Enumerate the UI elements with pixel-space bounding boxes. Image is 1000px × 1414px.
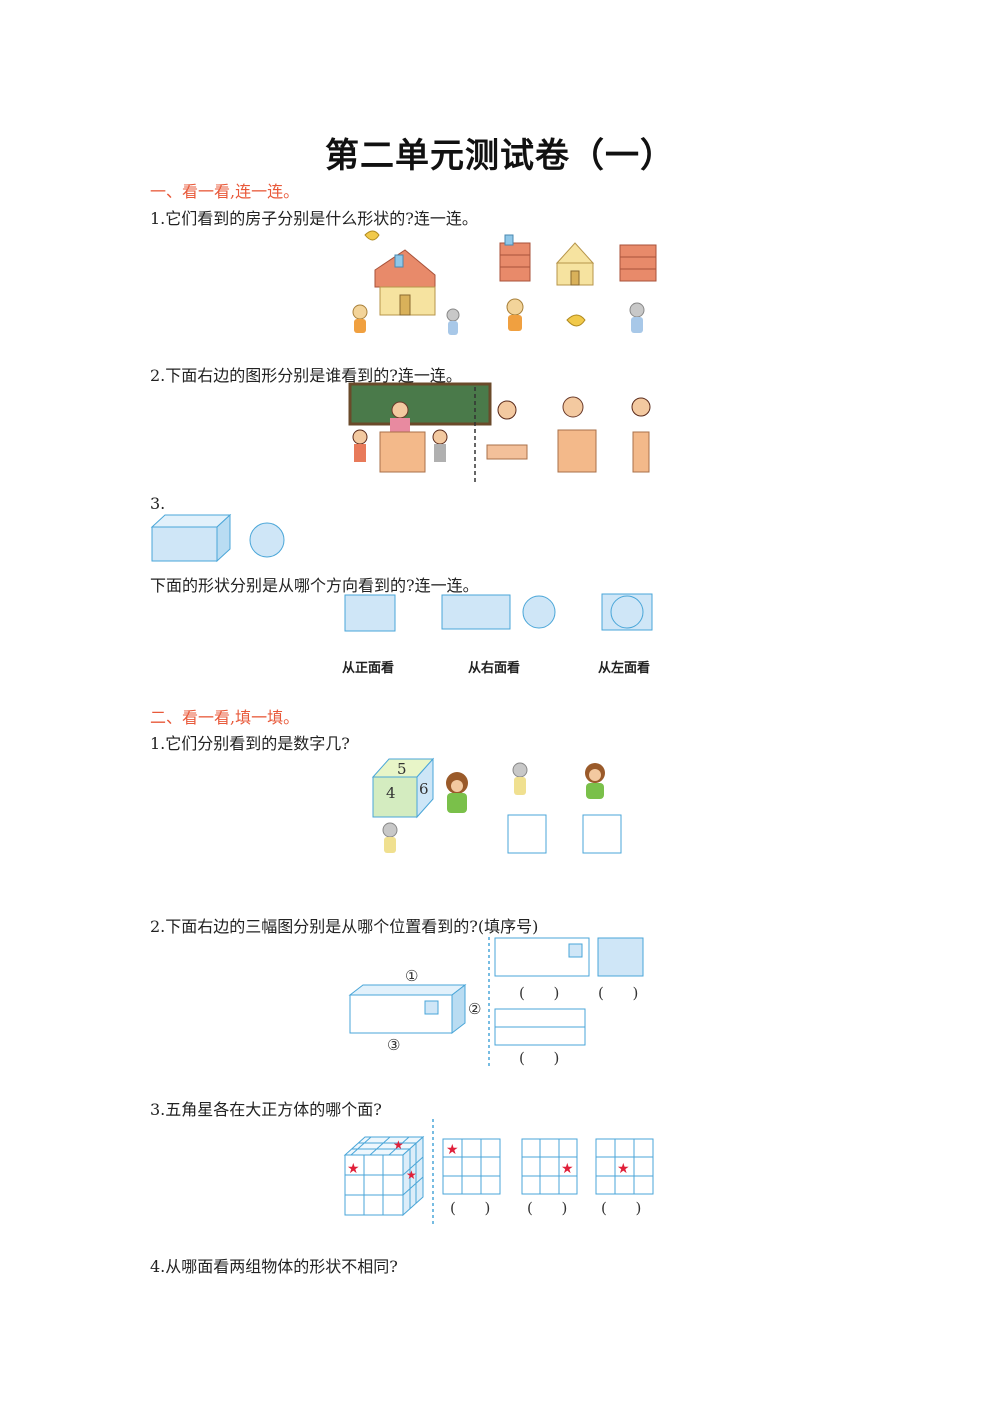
bird-icon-2 (566, 314, 586, 327)
views-illustration (344, 593, 653, 632)
house-scene-illustration (352, 230, 657, 335)
square-circle-view-icon (601, 593, 653, 631)
answer-box-2[interactable] (582, 814, 622, 854)
direction-right-label: 从右面看 (468, 661, 521, 676)
rectangle-view-icon (441, 594, 511, 630)
monkey-character-icon (446, 772, 468, 813)
section1-heading: 一、看一看,连一连。 (150, 182, 300, 201)
student-right-icon (432, 429, 448, 462)
star-icon-top: ★ (393, 1138, 404, 1152)
blackboard-icon (348, 382, 492, 426)
mouse-character-icon (446, 308, 460, 335)
s1-question-2: 2.下面右边的图形分别是谁看到的?连一连。 (150, 366, 462, 385)
direction-front-label: 从正面看 (342, 661, 395, 676)
s1-question-1: 1.它们看到的房子分别是什么形状的?连一连。 (150, 209, 478, 228)
cylinder-top-icon (249, 522, 285, 558)
mouse-character-icon-2 (629, 302, 645, 333)
section2-heading: 二、看一看,填一填。 (150, 708, 300, 727)
cube-top-number: 5 (397, 760, 407, 778)
s2-question-2: 2.下面右边的三幅图分别是从哪个位置看到的?(填序号) (150, 917, 539, 936)
bird-icon (364, 230, 380, 241)
house-icon (374, 249, 436, 316)
answer-paren-5[interactable]: ( ) (527, 1199, 568, 1217)
star-cube-illustration: ★ ★ ★ ★ ★ ★ (343, 1119, 654, 1227)
solids-illustration (150, 513, 285, 563)
cuboid-views-illustration (348, 937, 644, 1069)
answer-box-1[interactable] (507, 814, 547, 854)
s1-question-3-text: 下面的形状分别是从哪个方向看到的?连一连。 (150, 576, 479, 595)
answer-paren-6[interactable]: ( ) (601, 1199, 642, 1217)
cuboid-with-window-icon (348, 983, 467, 1035)
face-view-1-icon (486, 400, 528, 460)
house-top-view-icon (499, 234, 531, 282)
cube-front-number: 4 (386, 784, 396, 802)
s1-question-3-number: 3. (150, 494, 166, 513)
grid-2-icon (521, 1138, 578, 1195)
position-3-label: ③ (387, 1036, 401, 1054)
star-icon-side: ★ (406, 1168, 417, 1182)
s2-question-1: 1.它们分别看到的是数字几? (150, 734, 350, 753)
answer-paren-1[interactable]: ( ) (519, 984, 560, 1002)
page-title: 第二单元测试卷（一） (325, 136, 675, 176)
cube-side-number: 6 (419, 780, 429, 798)
square-view-icon (344, 594, 396, 632)
classroom-illustration (348, 382, 651, 484)
bear-character-icon-2 (506, 298, 524, 331)
big-cube-icon (343, 1135, 425, 1217)
circle-view-icon (522, 595, 556, 629)
number-cube-illustration (371, 757, 622, 854)
cuboid-icon (150, 513, 232, 563)
number-cube-icon (371, 757, 435, 819)
face-view-2-icon (557, 396, 597, 473)
view-c-icon (494, 1008, 586, 1046)
monkey-character-icon-2 (585, 763, 605, 799)
face-view-3-icon (631, 397, 651, 473)
s2-question-4: 4.从哪面看两组物体的形状不相同? (150, 1257, 398, 1276)
s2-question-3: 3.五角星各在大正方体的哪个面? (150, 1100, 382, 1119)
mouse-character-icon-4 (512, 762, 528, 795)
star-icon-grid-3: ★ (617, 1161, 630, 1177)
mouse-character-icon-3 (382, 822, 398, 853)
grid-1-icon (442, 1138, 501, 1195)
student-left-icon (352, 429, 368, 462)
house-roof-view-icon (619, 244, 657, 282)
star-icon-front: ★ (347, 1161, 360, 1177)
view-b-icon (597, 937, 644, 977)
teacher-icon (390, 401, 410, 436)
answer-paren-3[interactable]: ( ) (519, 1049, 560, 1067)
star-icon-grid-2: ★ (561, 1161, 574, 1177)
star-icon-grid-1: ★ (446, 1142, 459, 1158)
answer-paren-2[interactable]: ( ) (598, 984, 639, 1002)
bear-character-icon (352, 304, 368, 333)
grid-3-icon (595, 1138, 654, 1195)
direction-left-label: 从左面看 (598, 661, 651, 676)
view-a-icon (494, 937, 590, 977)
desk-icon (379, 431, 426, 473)
answer-paren-4[interactable]: ( ) (450, 1199, 491, 1217)
house-front-view-icon (555, 242, 595, 286)
position-1-label: ① (405, 967, 419, 985)
position-2-label: ② (468, 1000, 482, 1018)
